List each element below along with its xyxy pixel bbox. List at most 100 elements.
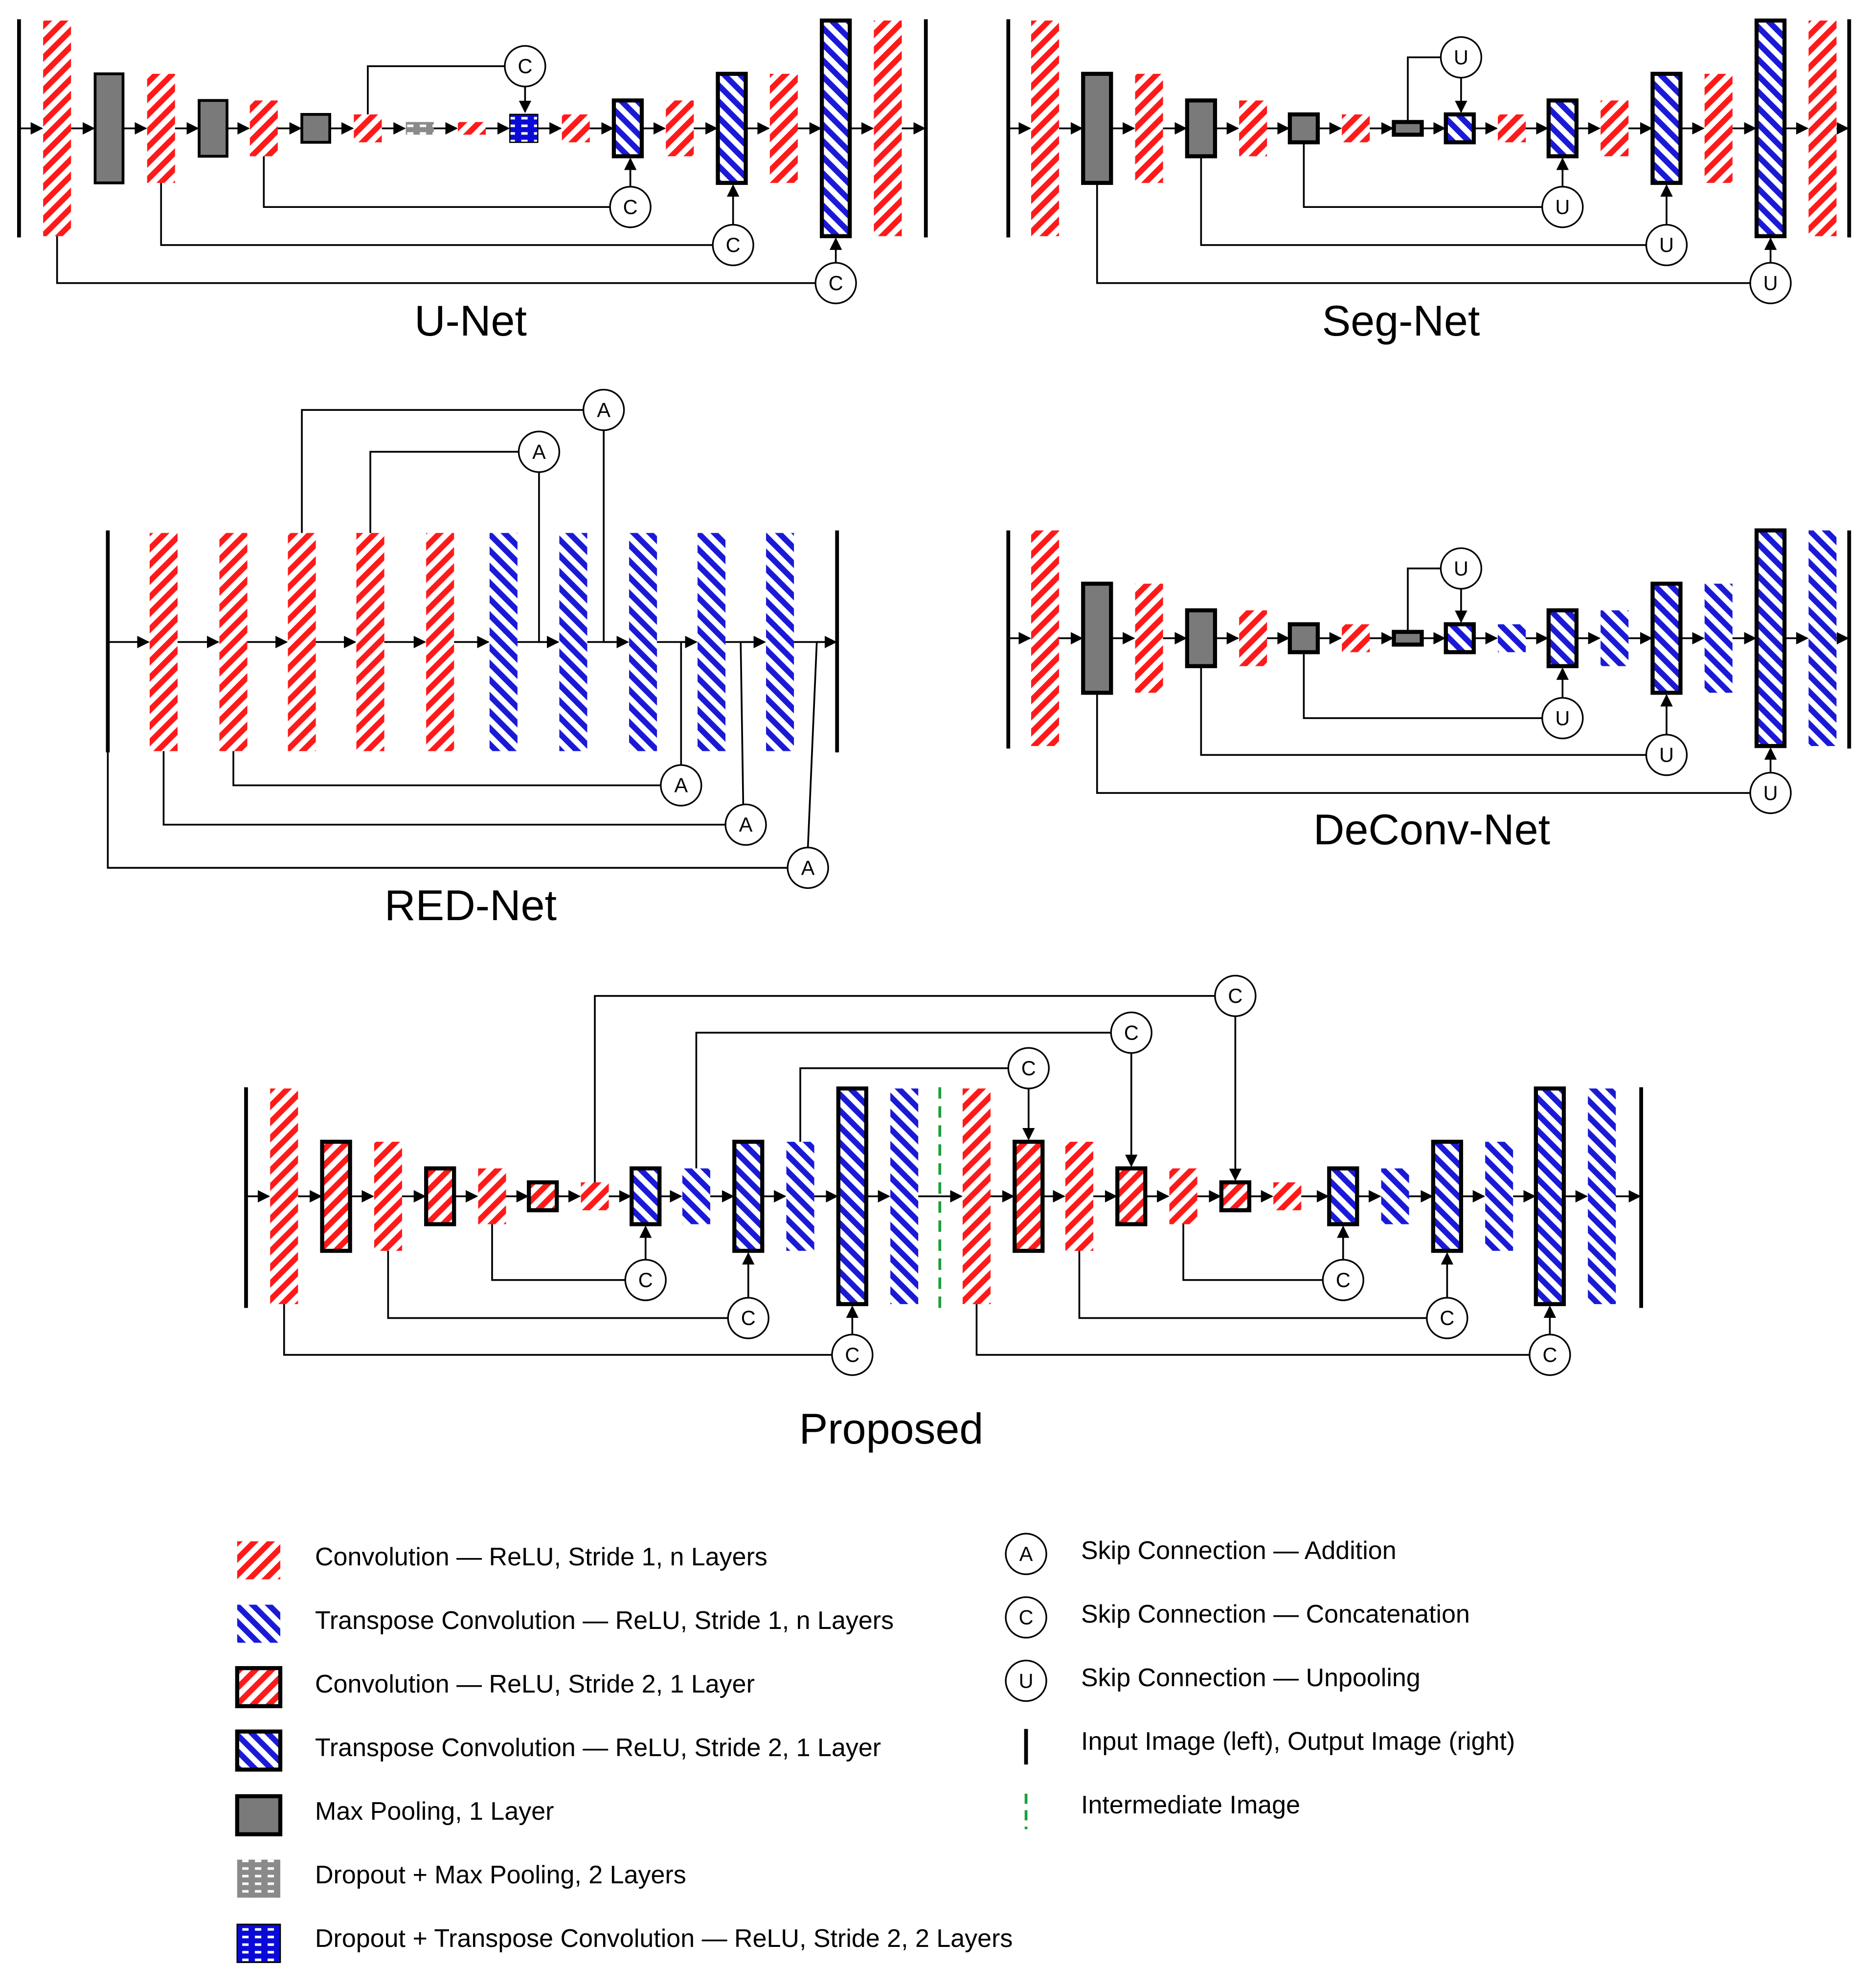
skip-concatenation-letter: C (845, 1343, 859, 1366)
tconv-stride2-block (716, 71, 748, 185)
tconv-stride2-block (819, 18, 852, 238)
skip-concatenation-node: C (814, 262, 857, 304)
skip-concatenation-circle (814, 262, 857, 304)
skip-addition-letter: A (739, 813, 753, 836)
skip-unpooling-circle (1440, 547, 1483, 590)
connection-lines (17, 19, 1851, 1356)
conv-block (1031, 530, 1060, 746)
conv-block (1808, 21, 1837, 236)
skip-addition-node: A (1005, 1533, 1047, 1575)
legend-intermediate: Intermediate Image (1081, 1791, 1301, 1819)
skip-path (740, 641, 756, 805)
skip-concatenation-node: C (831, 1333, 874, 1376)
legend-skip-concatenation: Skip Connection — Concatenation (1081, 1600, 1470, 1628)
skip-unpooling-node: U (1440, 547, 1483, 590)
conv-block (1135, 584, 1163, 693)
tconv-stride2-block (611, 98, 644, 158)
tconv-block (629, 533, 657, 751)
conv-block (1239, 100, 1267, 157)
skip-concatenation-circle (504, 45, 546, 88)
skip-addition-node: A (724, 803, 767, 846)
skip-addition-circle (583, 388, 625, 431)
tconv-stride2-block (1443, 622, 1476, 655)
skip-path (594, 995, 1215, 1183)
tconv-stride2-block (1754, 18, 1787, 238)
layer-blocks (43, 18, 1837, 1963)
tconv-block (890, 1088, 919, 1304)
maxpool-block (1392, 120, 1424, 137)
skip-unpooling-circle (1541, 697, 1584, 740)
skip-concatenation-letter: C (1021, 1057, 1036, 1080)
skip-concatenation-node: C (609, 185, 652, 228)
skip-path (1303, 652, 1542, 719)
legend-conv-stride1: Convolution — ReLU, Stride 1, n Layers (315, 1543, 767, 1571)
skip-addition-letter: A (532, 440, 546, 463)
maxpool-block (198, 99, 228, 158)
skip-concatenation-node: C (504, 45, 546, 88)
skip-concatenation-letter: C (1440, 1307, 1454, 1330)
conv-block (354, 114, 382, 142)
skip-unpooling-node: U (1541, 697, 1584, 740)
skip-path (1200, 156, 1646, 246)
skip-concatenation-letter: C (518, 55, 532, 78)
conv-block (374, 1142, 402, 1251)
segnet-title: Seg-Net (1322, 296, 1480, 345)
skip-unpooling-circle (1541, 185, 1584, 228)
skip-concatenation-node: C (1007, 1047, 1050, 1089)
conv-block (769, 73, 798, 183)
conv-block (1342, 624, 1370, 653)
conv-block (1169, 1168, 1197, 1224)
skip-concatenation-node: C (1005, 1596, 1047, 1639)
skip-concatenation-letter: C (726, 233, 741, 256)
maxpool-block (1081, 582, 1113, 695)
skip-path (1182, 1224, 1323, 1281)
skip-concatenation-circle (831, 1333, 874, 1376)
legend-dropout-tconv: Dropout + Transpose Convolution — ReLU, … (315, 1924, 1013, 1953)
skip-concatenation-letter: C (1228, 984, 1242, 1007)
skip-unpooling-letter: U (1019, 1669, 1034, 1692)
skip-path (807, 641, 825, 848)
tconv-block (489, 533, 518, 751)
conv-block (426, 533, 454, 751)
skip-unpooling-node: U (1005, 1659, 1047, 1702)
maxpool-block (1392, 630, 1424, 647)
skip-concatenation-circle (1110, 1011, 1152, 1054)
conv-block (666, 100, 694, 157)
legend-skip-unpooling: Skip Connection — Unpooling (1081, 1664, 1421, 1692)
skip-unpooling-node: U (1749, 771, 1792, 814)
tconv-stride2-block (836, 1086, 869, 1307)
skip-addition-circle (787, 846, 829, 889)
skip-unpooling-letter: U (1659, 233, 1674, 256)
legend-tconv-stride2-swatch (235, 1729, 283, 1772)
skip-concatenation-letter: C (1542, 1343, 1557, 1366)
conv-block (1273, 1182, 1302, 1211)
conv-block (219, 533, 248, 751)
skip-concatenation-node: C (1426, 1297, 1468, 1339)
skip-path (367, 65, 505, 114)
deconvnet-title: DeConv-Net (1313, 805, 1551, 854)
proposed-title: Proposed (799, 1404, 984, 1453)
skip-path (1078, 1251, 1427, 1319)
skip-concatenation-letter: C (638, 1268, 653, 1291)
skip-unpooling-letter: U (1659, 744, 1674, 767)
skip-concatenation-node: C (712, 224, 754, 267)
skip-concatenation-circle (1322, 1259, 1364, 1301)
conv-block (288, 533, 316, 751)
skip-concatenation-node: C (1322, 1259, 1364, 1301)
skip-path (1407, 56, 1441, 122)
tconv-stride2-block (732, 1139, 765, 1253)
skip-addition-circle (724, 803, 767, 846)
tconv-stride2-block (1650, 582, 1683, 695)
skip-concatenation-circle (712, 224, 754, 267)
skip-concatenation-circle (1007, 1047, 1050, 1089)
skip-path (680, 641, 688, 765)
maxpool-block (1287, 622, 1320, 655)
conv-block (1704, 73, 1733, 183)
unet-title: U-Net (414, 296, 527, 345)
skip-unpooling-letter: U (1555, 706, 1570, 729)
skip-unpooling-node: U (1541, 185, 1584, 228)
skip-path (162, 751, 726, 826)
skip-concatenation-node: C (624, 1259, 667, 1301)
skip-addition-circle (1005, 1533, 1047, 1575)
skip-concatenation-letter: C (1124, 1021, 1139, 1044)
